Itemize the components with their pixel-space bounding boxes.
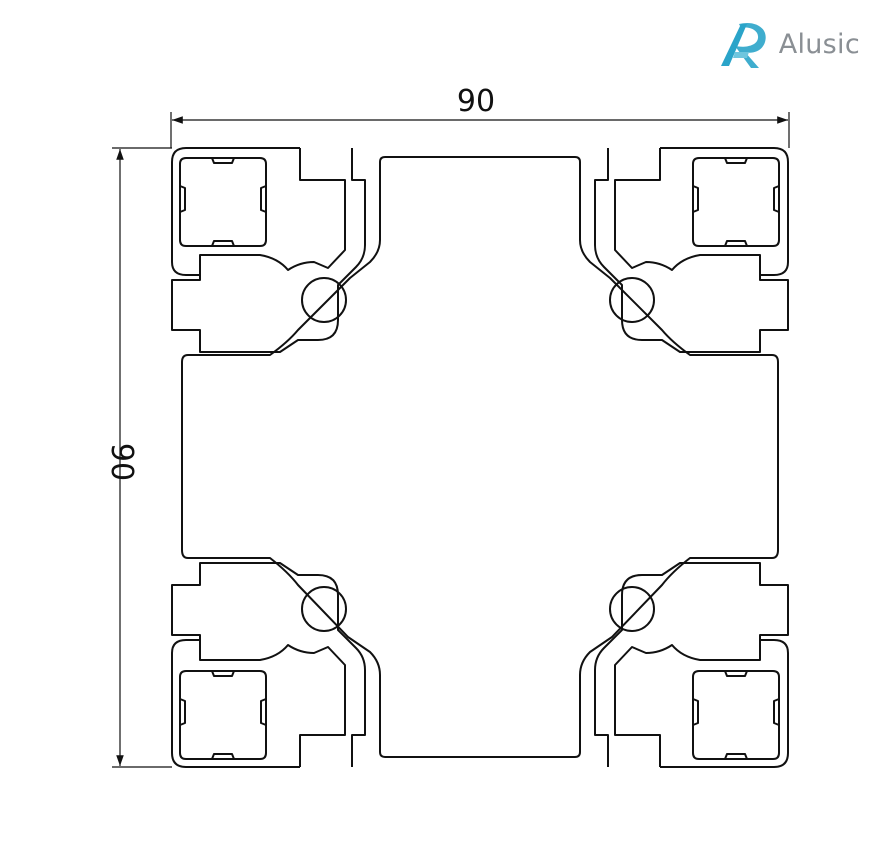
height-dimension: 90 bbox=[104, 147, 172, 768]
alusic-a-logo-icon bbox=[720, 22, 766, 68]
width-label: 90 bbox=[457, 84, 495, 119]
height-label: 90 bbox=[104, 443, 139, 481]
width-dimension: 90 bbox=[170, 84, 790, 148]
brand-logo: Alusic bbox=[715, 16, 860, 72]
aluminium-profile-section bbox=[171, 147, 789, 768]
core-hole bbox=[301, 277, 347, 323]
corner-hollow bbox=[179, 157, 267, 247]
core-hole bbox=[301, 586, 347, 632]
brand-name: Alusic bbox=[778, 28, 860, 60]
core-hole bbox=[609, 586, 655, 632]
outer-contour bbox=[171, 147, 366, 353]
center-hollow bbox=[181, 156, 779, 758]
core-hole bbox=[609, 277, 655, 323]
